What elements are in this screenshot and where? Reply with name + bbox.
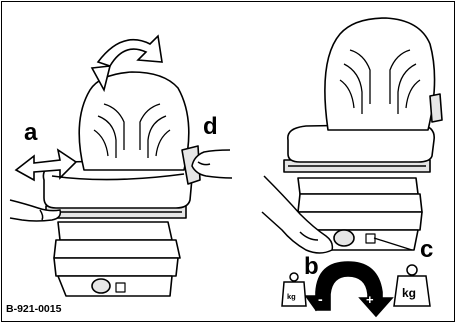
callout-a: a [24, 121, 37, 145]
weight-adjust-curved-arrow-icon [306, 262, 392, 316]
left-base-label [116, 283, 125, 292]
right-base-label [366, 234, 375, 243]
left-adjust-knob [92, 279, 110, 293]
light-weight-label: kg [287, 292, 296, 301]
right-suspension [298, 178, 418, 194]
light-weight-icon [282, 273, 306, 306]
left-suspension [58, 222, 172, 240]
right-adjust-knob [334, 230, 354, 246]
callout-c: c [420, 238, 433, 262]
plus-sign: + [366, 292, 374, 307]
minus-sign: - [318, 291, 323, 307]
figure-reference: B-921-0015 [6, 303, 61, 315]
callout-d: d [203, 115, 218, 139]
left-backrest [79, 72, 189, 170]
left-seat [43, 72, 200, 296]
right-seat [284, 18, 442, 250]
right-backrest [325, 18, 435, 130]
callout-b: b [304, 255, 319, 279]
heavy-weight-label: kg [402, 286, 416, 300]
